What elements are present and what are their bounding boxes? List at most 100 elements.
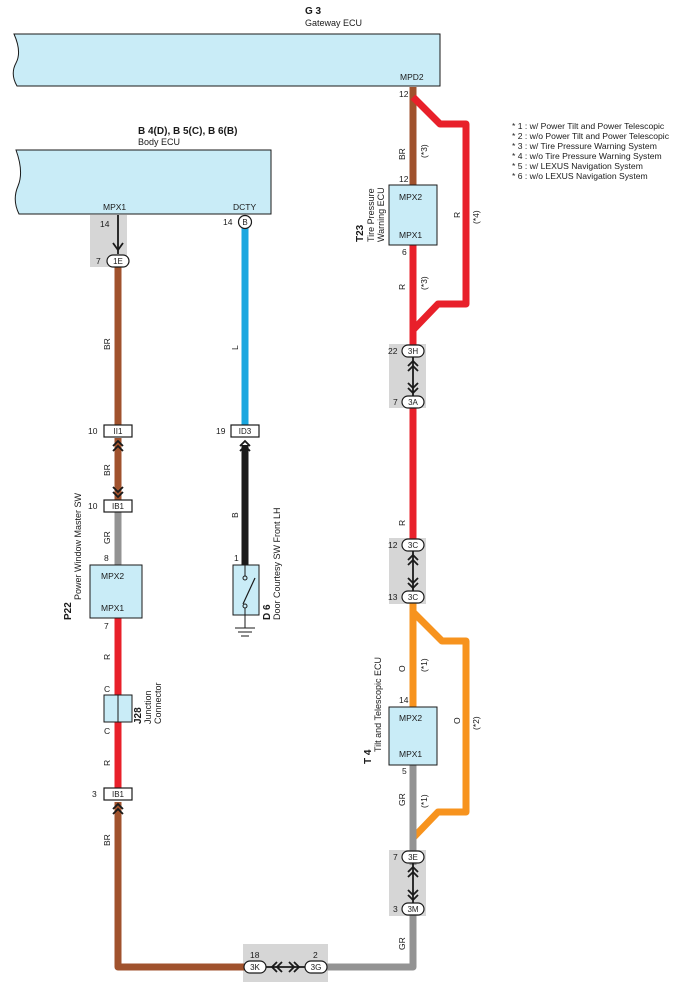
svg-text:GR: GR [397, 937, 407, 950]
tpw-pin-mpx2: MPX2 [399, 192, 422, 202]
chevron-down-icon [112, 486, 124, 499]
door-name: Door Courtesy SW Front LH [272, 507, 282, 620]
wire-gr-bottom [325, 910, 417, 971]
svg-text:(*3): (*3) [419, 144, 429, 158]
legend-item: * 3 : w/ Tire Pressure Warning System [512, 141, 657, 151]
gateway-code: G 3 [305, 6, 322, 17]
connector-ib1-b: IB1 [103, 787, 133, 801]
svg-text:3G: 3G [311, 963, 322, 972]
svg-text:6: 6 [402, 247, 407, 257]
connector-3g: 3G [304, 960, 328, 974]
svg-text:12: 12 [399, 174, 409, 184]
pws-code: P22 [63, 602, 74, 620]
junction-code: J28 [133, 707, 144, 724]
tire-pressure-ecu: MPX2 MPX1 T23 Tire Pressure Warning ECU [355, 184, 438, 246]
junction-pin-top: C [104, 684, 110, 694]
svg-text:3M: 3M [407, 905, 418, 914]
svg-text:(*1): (*1) [419, 658, 429, 672]
svg-text:3E: 3E [408, 853, 418, 862]
svg-text:BR: BR [102, 338, 112, 350]
svg-text:(*1): (*1) [419, 794, 429, 808]
svg-text:R: R [452, 212, 462, 218]
svg-text:5: 5 [402, 766, 407, 776]
svg-text:BR: BR [397, 148, 407, 160]
svg-text:14: 14 [100, 219, 110, 229]
connector-3a: 3A [401, 395, 425, 409]
junction-pin-bottom: C [104, 726, 110, 736]
tilt-name: Tilt and Telescopic ECU [373, 657, 383, 752]
chevron-down-icon [407, 889, 419, 902]
connector-3c-bottom: 3C [401, 590, 425, 604]
svg-text:R: R [102, 760, 112, 766]
svg-text:BR: BR [102, 834, 112, 846]
wire-br-bottom [114, 802, 252, 971]
svg-text:GR: GR [397, 793, 407, 806]
chevron-up-icon [407, 553, 419, 566]
door-code: D 6 [262, 604, 273, 620]
connector-id3: ID3 [230, 424, 260, 438]
tilt-pin-mpx1: MPX1 [399, 749, 422, 759]
chevron-up-icon [239, 439, 251, 452]
svg-text:ID3: ID3 [239, 427, 252, 436]
chevron-right-icon [288, 961, 301, 973]
svg-text:3: 3 [393, 904, 398, 914]
tilt-pin-mpx2: MPX2 [399, 713, 422, 723]
tilt-telescopic-ecu: MPX2 MPX1 T 4 Tilt and Telescopic ECU [363, 657, 438, 766]
chevron-up-icon [407, 359, 419, 372]
svg-text:7: 7 [393, 397, 398, 407]
tpw-name-2: Warning ECU [376, 187, 386, 242]
chevron-left-icon [270, 961, 283, 973]
svg-text:14: 14 [399, 695, 409, 705]
junction-connector: C C J28 Junction Connector [103, 682, 163, 736]
gateway-name: Gateway ECU [305, 18, 362, 28]
gateway-pin: MPD2 [400, 72, 424, 82]
svg-text:R: R [397, 520, 407, 526]
power-window-master-sw: MPX2 MPX1 P22 Power Window Master SW [63, 492, 143, 620]
switch-lever [242, 577, 256, 605]
pin-numbers: 12 12 6 22 7 12 13 14 5 7 3 14 7 14 10 1… [88, 89, 409, 960]
svg-text:B: B [242, 218, 247, 227]
svg-text:1: 1 [234, 553, 239, 563]
pws-name: Power Window Master SW [73, 492, 83, 600]
svg-text:13: 13 [388, 592, 398, 602]
svg-text:2: 2 [313, 950, 318, 960]
svg-text:3: 3 [92, 789, 97, 799]
connector-3k: 3K [243, 960, 267, 974]
body-ecu-code: B 4(D), B 5(C), B 6(B) [138, 126, 237, 137]
chevron-down-icon [407, 577, 419, 590]
pws-pin-mpx1: MPX1 [101, 603, 124, 613]
connector-ib1-a: IB1 [103, 499, 133, 513]
svg-text:12: 12 [399, 89, 409, 99]
option-legend: * 1 : w/ Power Tilt and Power Telescopic… [512, 121, 670, 181]
svg-text:(*2): (*2) [471, 716, 481, 730]
tpw-name-1: Tire Pressure [366, 188, 376, 242]
svg-text:7: 7 [393, 852, 398, 862]
svg-text:7: 7 [96, 256, 101, 266]
legend-item: * 6 : w/o LEXUS Navigation System [512, 171, 648, 181]
svg-text:(*4): (*4) [471, 210, 481, 224]
connector-3m: 3M [401, 902, 425, 916]
tpw-pin-mpx1: MPX1 [399, 230, 422, 240]
svg-text:14: 14 [223, 217, 233, 227]
svg-text:18: 18 [250, 950, 260, 960]
chevron-up-icon [407, 865, 419, 878]
svg-text:O: O [452, 717, 462, 724]
svg-text:R: R [102, 654, 112, 660]
chevron-up-icon [112, 802, 124, 815]
svg-text:10: 10 [88, 501, 98, 511]
body-ecu-pin-dcty: DCTY [233, 202, 256, 212]
svg-text:7: 7 [104, 621, 109, 631]
junction-name-1: Junction [143, 690, 153, 724]
svg-text:1E: 1E [113, 257, 123, 266]
ground-icon [235, 627, 255, 637]
tilt-code: T 4 [363, 749, 374, 764]
svg-text:22: 22 [388, 346, 398, 356]
legend-item: * 2 : w/o Power Tilt and Power Telescopi… [512, 131, 670, 141]
chevron-up-icon [112, 439, 124, 452]
svg-text:IB1: IB1 [112, 502, 125, 511]
svg-text:GR: GR [102, 531, 112, 544]
svg-text:3A: 3A [408, 398, 418, 407]
connector-3e: 3E [401, 850, 425, 864]
svg-text:BR: BR [102, 464, 112, 476]
svg-text:B: B [230, 512, 240, 518]
